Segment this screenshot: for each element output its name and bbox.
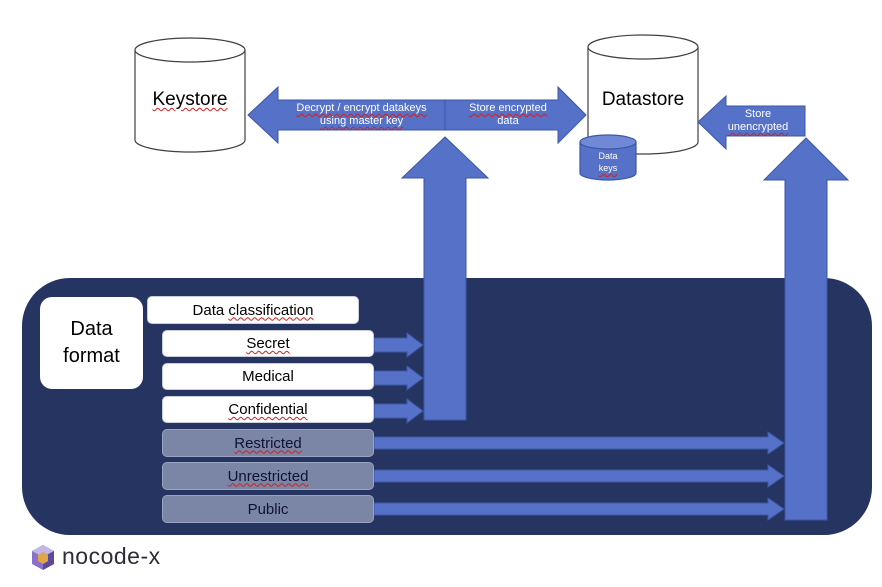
confidential-arrow [373, 398, 424, 424]
nocode-x-logo-text: nocode-x [62, 543, 161, 569]
store-unencrypted-label: Store unencrypted [727, 108, 789, 133]
keystore-label: Keystore [152, 89, 228, 110]
medical-arrow [373, 365, 424, 391]
level-public: Public [162, 495, 374, 523]
unencrypted-up-arrow [762, 137, 850, 521]
decrypt-encrypt-label: Decrypt / encrypt datakeys using master … [296, 102, 427, 127]
datakeys-label: Data keys [598, 151, 618, 173]
unrestricted-arrow [373, 464, 785, 488]
store-encrypted-label: Store encrypted data [469, 102, 547, 127]
classification-header: Data classification [147, 296, 359, 324]
datastore-cylinder [587, 34, 699, 155]
secret-arrow [373, 332, 424, 358]
keystore-cylinder [134, 37, 246, 153]
level-medical: Medical [162, 363, 374, 390]
nocode-x-logo-icon [32, 545, 54, 570]
store-unencrypted-arrow [697, 94, 806, 151]
level-confidential: Confidential [162, 396, 374, 423]
data-format-box: Data format [40, 297, 143, 389]
restricted-arrow [373, 431, 785, 455]
datastore-label: Datastore [601, 89, 685, 110]
encrypted-up-arrow [400, 136, 490, 421]
level-secret: Secret [162, 330, 374, 357]
level-unrestricted: Unrestricted [162, 462, 374, 490]
public-arrow [373, 497, 785, 521]
level-restricted: Restricted [162, 429, 374, 457]
store-encrypted-arrow [444, 85, 587, 145]
datakeys-cylinder [579, 134, 637, 181]
